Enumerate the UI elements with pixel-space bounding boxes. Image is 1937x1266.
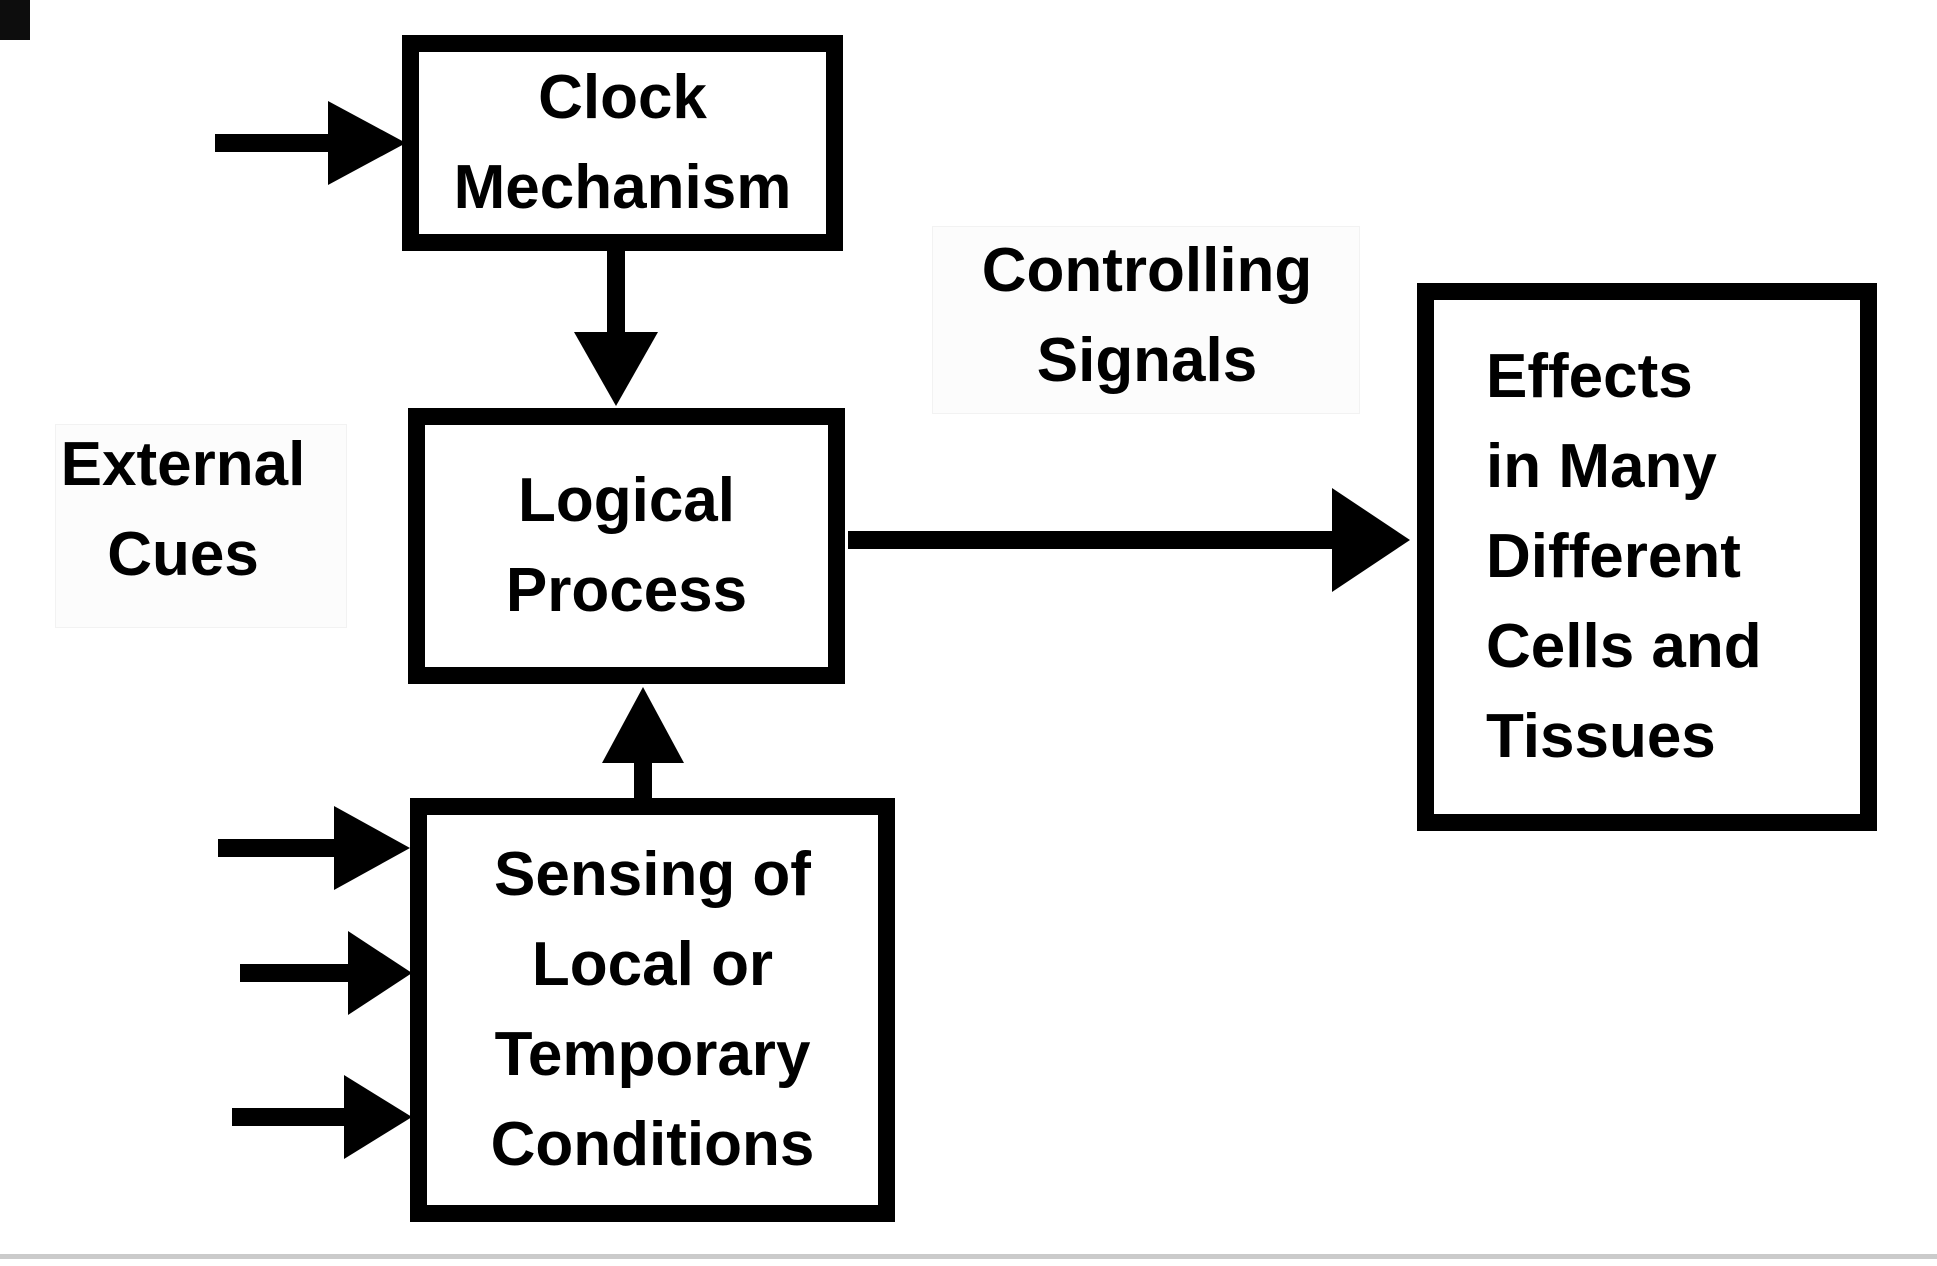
label-text-line: Cues (107, 520, 259, 589)
arrow-shaft (634, 758, 652, 802)
arrow-shaft (848, 531, 1334, 549)
arrowhead-down-icon (574, 332, 658, 406)
arrowhead-right-icon (1332, 488, 1410, 592)
label-text-line: Controlling (981, 236, 1313, 305)
node-effects-cells-tissues: Effects in Many Different Cells and Tiss… (1417, 283, 1877, 831)
node-text-line: Conditions (490, 1110, 815, 1179)
arrow-shaft (240, 964, 352, 982)
arrowhead-right-icon (334, 806, 410, 890)
node-text-line: Process (505, 556, 748, 625)
node-text-line: Cells and (1486, 612, 1762, 681)
label-controlling-signals: Controlling Signals (930, 226, 1364, 406)
node-text-line: Tissues (1486, 702, 1716, 771)
external-cues-label-panel (55, 424, 347, 628)
node-text-line: Local or (531, 930, 774, 999)
corner-artifact-mark (0, 0, 30, 40)
node-text-line: Mechanism (453, 153, 792, 222)
controlling-signals-label-panel (932, 226, 1360, 414)
label-text-line: External (60, 430, 306, 499)
bottom-edge-rule (0, 1254, 1937, 1259)
node-text-line: Logical (517, 466, 736, 535)
arrow-shaft (232, 1108, 348, 1126)
node-logical-process: Logical Process (408, 408, 845, 684)
node-text-line: Clock (538, 63, 707, 132)
node-text-line: Sensing of (494, 840, 811, 909)
arrowhead-right-icon (328, 101, 406, 185)
label-external-cues: External Cues (18, 420, 348, 600)
node-text-line: Effects (1486, 342, 1693, 411)
arrow-shaft (218, 839, 338, 857)
node-sensing-conditions: Sensing of Local or Temporary Conditions (410, 798, 895, 1222)
arrow-shaft (607, 250, 625, 334)
arrowhead-right-icon (344, 1075, 412, 1159)
arrowhead-right-icon (348, 931, 412, 1015)
label-text-line: Signals (1036, 326, 1258, 395)
arrow-shaft (215, 134, 331, 152)
node-text-line: in Many (1486, 432, 1717, 501)
node-clock-mechanism: Clock Mechanism (402, 35, 843, 251)
node-text-line: Different (1486, 522, 1741, 591)
node-text-line: Temporary (494, 1020, 811, 1089)
arrowhead-up-icon (602, 687, 684, 763)
